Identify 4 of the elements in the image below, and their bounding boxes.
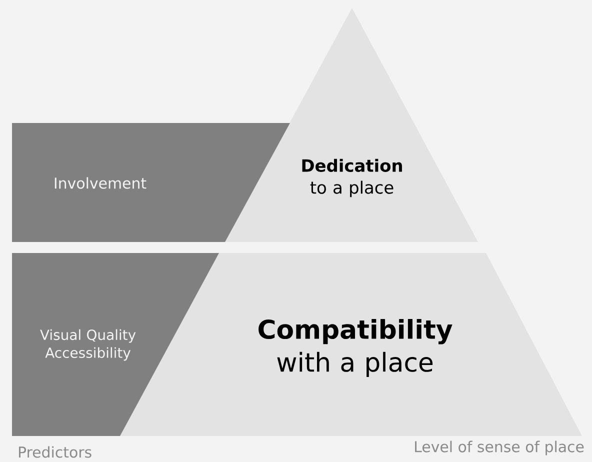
pyramid-tier: Dedication to a place (225, 8, 478, 242)
predictor-band: Involvement (12, 123, 290, 242)
axis-label: Predictors (19, 446, 92, 458)
predictor-band: Visual Quality Accessibility (12, 253, 219, 436)
